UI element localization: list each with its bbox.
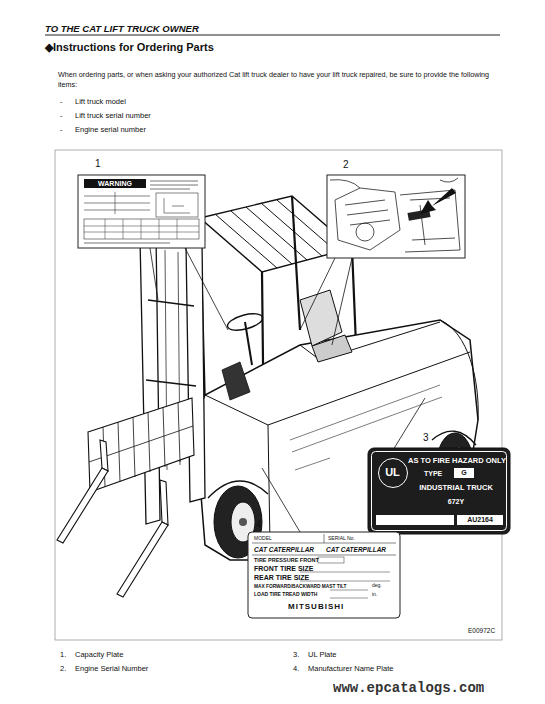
plate-field-label: SERIAL No. — [328, 535, 355, 541]
fork-tine-right — [117, 522, 168, 597]
list-dash: - — [60, 97, 63, 106]
ul-blank-field — [376, 515, 454, 525]
plate-text: AS TO FIRE HAZARD ONLY — [408, 456, 504, 465]
plate-value: AU2164 — [457, 515, 503, 525]
name-plate-field — [318, 557, 344, 563]
plate-text: TYPE — [424, 470, 442, 477]
control-panel — [222, 362, 250, 400]
callout-number: 1 — [95, 158, 101, 169]
plate-fineprint — [84, 242, 170, 243]
pointer-arrow — [420, 188, 456, 214]
mast-rail-right — [186, 240, 205, 502]
ul-plate-border — [372, 452, 507, 531]
caption-text: Capacity Plate — [75, 650, 123, 659]
capacity-plate-outline — [78, 175, 205, 248]
plate-table — [84, 219, 199, 239]
plate-value: G — [454, 468, 474, 478]
mast-rail-left — [140, 234, 160, 524]
plate-field-label: LOAD TIRE TREAD WIDTH — [254, 591, 317, 597]
plate-text: 672Y — [408, 498, 504, 505]
page-header: TO THE CAT LIFT TRUCK OWNER — [45, 23, 199, 34]
caption-number: 1. — [60, 650, 66, 659]
list-item: Lift truck model — [75, 97, 126, 106]
caption-number: 4. — [293, 664, 299, 673]
header-rule — [45, 35, 500, 36]
figure-frame — [55, 150, 502, 640]
engine-pulley — [356, 223, 374, 241]
engine-block — [335, 188, 400, 250]
caption-text: UL Plate — [308, 650, 337, 659]
truck-body — [195, 320, 478, 560]
callout-number: 3 — [423, 432, 429, 443]
callout-number: 2 — [343, 159, 349, 170]
list-item: Engine serial number — [75, 125, 146, 134]
fork-shank-left — [100, 440, 108, 471]
plate-field-label: REAR TIRE SIZE — [254, 574, 309, 581]
plate-field-label: FRONT TIRE SIZE — [254, 565, 314, 572]
watermark: www.epcatalogs.com — [333, 680, 484, 696]
capacity-plate: WARNING — [78, 175, 205, 248]
figure-code: E00972C — [468, 627, 495, 634]
logo-text: UL — [379, 459, 406, 486]
manufacturer-plate: MODEL SERIAL No. CAT CATERPILLAR CAT CATERP… — [248, 532, 400, 618]
mast — [140, 234, 205, 524]
steering-column — [245, 322, 252, 365]
engine-inset-frame — [327, 175, 465, 258]
brand-mark: CAT CATERPILLAR — [254, 546, 314, 553]
plate-text: INDUSTRIAL TRUCK — [408, 483, 504, 492]
ul-logo: UL — [378, 458, 408, 488]
plate-fields — [84, 192, 150, 214]
plate-heading: WARNING — [84, 179, 146, 188]
plate-unit: in. — [372, 591, 377, 597]
plate-field-label: MODEL — [254, 535, 272, 541]
name-plate-rules — [252, 534, 396, 555]
guard-bars — [215, 200, 337, 268]
fork-tine-left — [57, 468, 108, 543]
front-hub-center — [239, 518, 247, 526]
fork-shank-right — [160, 480, 168, 525]
name-plate-outline — [248, 532, 400, 618]
ul-plate-body — [368, 448, 510, 534]
caption-text: Engine Serial Number — [75, 664, 148, 673]
list-dash: - — [60, 111, 63, 120]
callout-number: 4 — [256, 519, 262, 530]
caption-number: 3. — [293, 650, 299, 659]
plate-unit: deg. — [372, 582, 382, 588]
engine-fins — [345, 200, 390, 225]
plate-field-label: TIRE PRESSURE FRONT — [254, 557, 319, 563]
list-dash: - — [60, 125, 63, 134]
intro-text: When ordering parts, or when asking your… — [58, 70, 508, 90]
engine-sketch — [330, 178, 460, 252]
plate-load-diagram — [156, 193, 198, 217]
ul-plate: AS TO FIRE HAZARD ONLY TYPE G INDUSTRIAL TR… — [368, 448, 510, 534]
caption-text: Manufacturer Name Plate — [308, 664, 393, 673]
backrest-bars — [103, 402, 180, 487]
engine-hoses — [330, 178, 458, 188]
list-item: Lift truck serial number — [75, 111, 151, 120]
caption-number: 2. — [60, 664, 66, 673]
brand-mark: CAT CATERPILLAR — [326, 546, 386, 553]
engine-housing — [400, 190, 460, 252]
forks — [57, 440, 168, 597]
plate-table-grid — [84, 219, 199, 239]
seat-cushion — [312, 335, 352, 362]
plate-load-symbol — [164, 198, 190, 213]
plate-field-label: MAX FORWARD/BACKWARD MAST TILT — [254, 584, 347, 589]
plate-fineprint — [150, 181, 198, 189]
section-heading: ◆Instructions for Ordering Parts — [45, 41, 214, 54]
maker-name: MITSUBISHI — [288, 602, 344, 611]
